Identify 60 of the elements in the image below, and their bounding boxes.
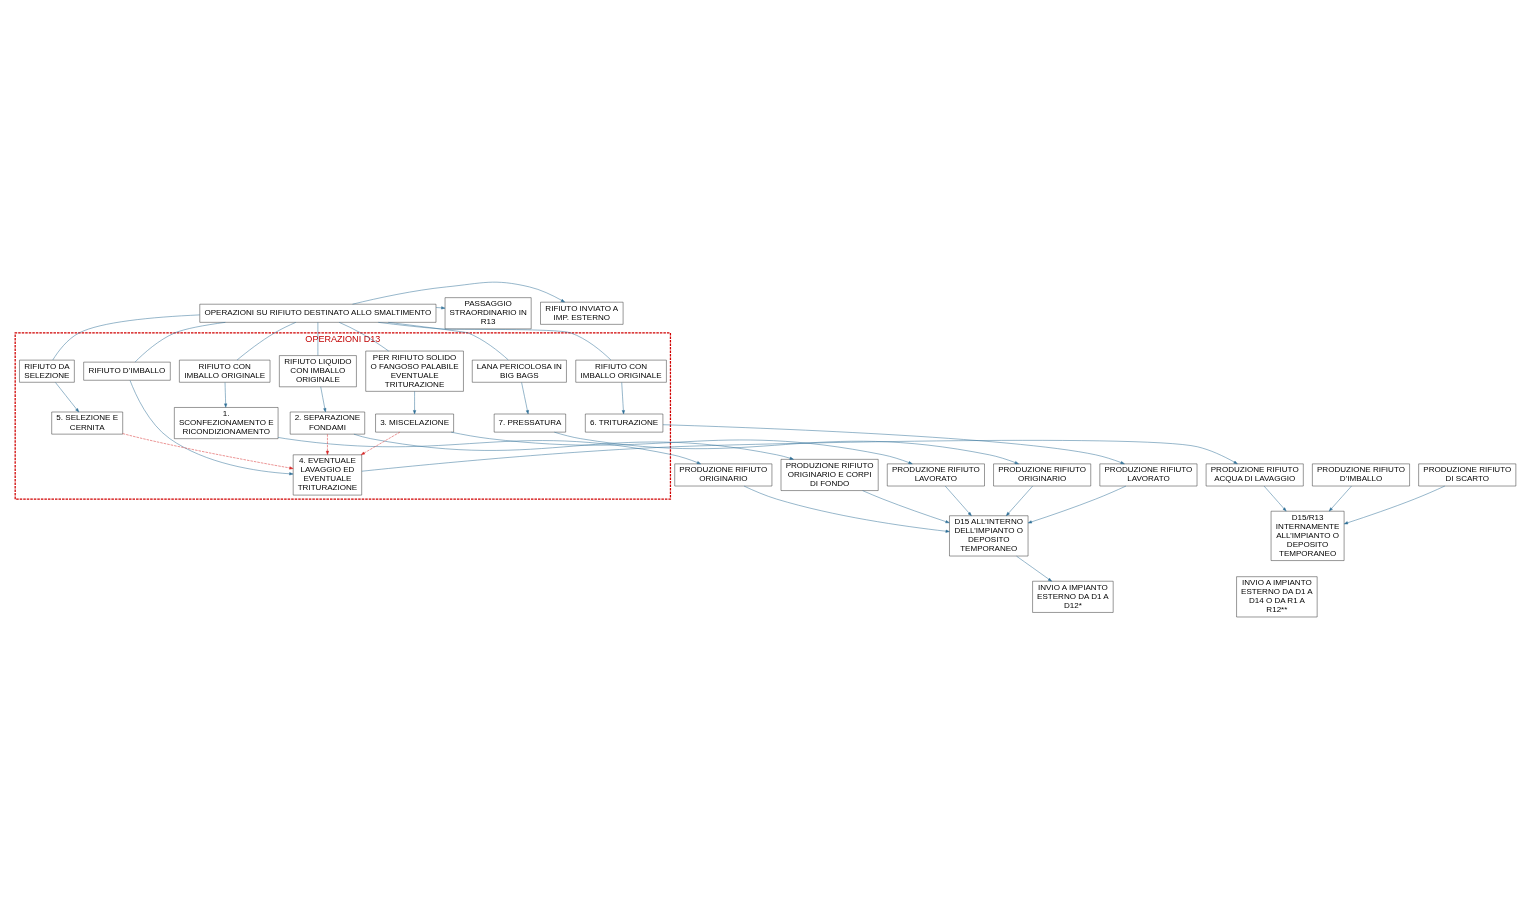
- arrow: [743, 485, 950, 533]
- connector: [378, 321, 612, 360]
- arrow: [451, 431, 913, 464]
- arrow: [361, 439, 1238, 471]
- arrow: [435, 305, 446, 309]
- arrow: [122, 432, 294, 469]
- node-box: 4. EVENTUALE LAVAGGIO ED EVENTUALE TRITURAZIONE: [292, 454, 362, 495]
- arrow: [353, 433, 794, 460]
- arrow: [1016, 555, 1052, 581]
- arrow: [325, 433, 329, 455]
- node-box: 6. TRITURAZIONE: [585, 413, 664, 432]
- node-box: 7. PRESSATURA: [493, 413, 566, 432]
- arrow: [1027, 485, 1127, 523]
- node-box: OPERAZIONI SU RIFIUTO DESTINATO ALLO SMALTIMENTO: [199, 303, 437, 323]
- arrow: [521, 381, 529, 414]
- node-box: RIFIUTO D’IMBALLO: [83, 361, 171, 380]
- node-box: 5. SELEZIONE E CERNITA: [51, 411, 123, 434]
- arrow: [352, 281, 565, 304]
- node-box: RIFIUTO LIQUIDO CON IMBALLO ORIGINALE: [279, 354, 357, 387]
- connector: [134, 321, 226, 362]
- connector: [387, 321, 509, 360]
- node-box: 1. SCONFEZIONAMENTO E RICONDIZIONAMENTO: [174, 406, 279, 439]
- arrow: [1006, 485, 1033, 516]
- arrow: [1343, 485, 1446, 524]
- node-box: INVIO A IMPIANTO ESTERNO DA D1 A D12*: [1032, 580, 1114, 613]
- arrow: [320, 386, 327, 412]
- node-box: PASSAGGIO STRAORDINARIO IN R13: [444, 296, 532, 329]
- node-box: RIFIUTO CON IMBALLO ORIGINALE: [179, 359, 271, 383]
- node-box: RIFIUTO CON IMBALLO ORIGINALE: [575, 359, 667, 383]
- arrow: [944, 485, 972, 516]
- arrow: [55, 381, 80, 412]
- arrow: [224, 381, 228, 408]
- node-box: RIFIUTO DA SELEZIONE: [19, 359, 75, 383]
- node-box: INVIO A IMPIANTO ESTERNO DA D1 A D14 O DA R1 A R12**: [1236, 575, 1318, 617]
- arrow: [554, 431, 1019, 464]
- node-box: LANA PERICOLOSA IN BIG BAGS: [472, 359, 567, 383]
- node-box: RIFIUTO INVIATO A IMP. ESTERNO: [540, 301, 624, 325]
- node-box: PRODUZIONE RIFIUTO LAVORATO: [1099, 463, 1198, 486]
- node-box: D15/R13 INTERNAMENTE ALL’IMPIANTO O DEPOSITO TEMPORANEO: [1270, 510, 1345, 561]
- arrow: [413, 390, 417, 414]
- connector: [338, 321, 389, 351]
- node-box: PRODUZIONE RIFIUTO D’IMBALLO: [1312, 463, 1410, 486]
- arrow: [277, 436, 701, 464]
- node-box: PRODUZIONE RIFIUTO ORIGINARIO: [993, 463, 1091, 486]
- node-box: D15 ALL’INTERNO DELL’IMPIANTO O DEPOSITO TEMPORANEO: [949, 515, 1029, 556]
- node-box: PRODUZIONE RIFIUTO ORIGINARIO: [674, 463, 773, 486]
- connector: [236, 321, 297, 360]
- node-box: PER RIFIUTO SOLIDO O FANGOSO PALABILE EVENTUALE TRITURAZIONE: [365, 350, 464, 392]
- arrow: [1263, 485, 1287, 511]
- node-box: PRODUZIONE RIFIUTO LAVORATO: [887, 463, 985, 486]
- arrow: [862, 489, 950, 523]
- arrow: [662, 423, 1125, 464]
- node-box: PRODUZIONE RIFIUTO ACQUA DI LAVAGGIO: [1205, 463, 1304, 486]
- arrow: [1328, 485, 1352, 511]
- arrow: [360, 431, 401, 455]
- node-box: 2. SEPARAZIONE FONDAMI: [289, 411, 365, 434]
- arrow: [129, 379, 294, 475]
- arrow: [621, 381, 625, 414]
- node-box: 3. MISCELAZIONE: [375, 413, 454, 432]
- node-box: PRODUZIONE RIFIUTO DI SCARTO: [1418, 463, 1517, 486]
